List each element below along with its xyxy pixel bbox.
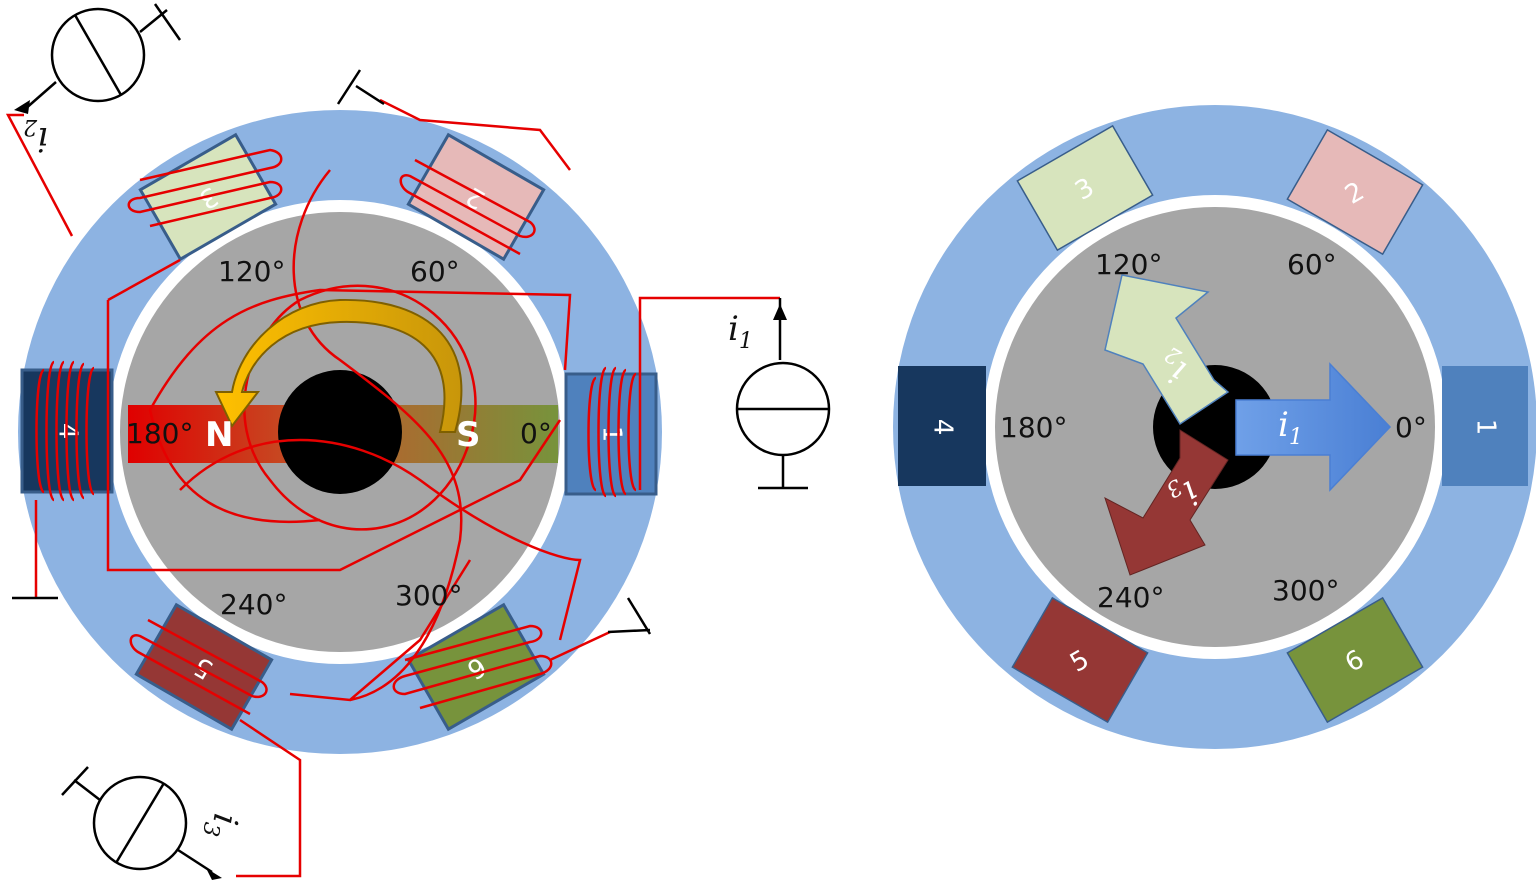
left-coil-6 — [406, 602, 546, 732]
right-angle-180: 180° — [1000, 411, 1067, 444]
left-angle-120: 120° — [218, 255, 285, 288]
pole-north: N — [205, 415, 233, 455]
right-coil-4-label: 4 — [928, 419, 958, 436]
right-motor: 1 2 3 4 5 6 i1 i2 i3 120° 60° 180° 0° 24… — [893, 105, 1536, 749]
right-angle-0: 0° — [1395, 411, 1427, 444]
left-angle-300: 300° — [395, 579, 462, 612]
current-source-2 — [14, 3, 182, 114]
right-angle-60: 60° — [1287, 248, 1337, 281]
left-motor: 1 2 3 4 5 6 — [5, 3, 831, 880]
ground-coil-2 — [336, 69, 385, 106]
right-coil-3 — [1016, 124, 1154, 252]
right-coil-1 — [1442, 366, 1528, 486]
right-coil-1-label: 1 — [1471, 419, 1501, 436]
current-label-i1: i1 — [728, 309, 753, 354]
ground-coil-6 — [607, 597, 652, 635]
right-coil-6 — [1286, 596, 1424, 724]
vector-arrow-i3 — [1104, 429, 1229, 576]
coil-windings — [35, 148, 638, 716]
left-angle-0: 0° — [520, 417, 552, 450]
right-coil-4 — [898, 366, 986, 486]
current-label-i3: i3 — [197, 810, 246, 842]
left-coil-2 — [406, 132, 546, 262]
left-coil-1-label: 1 — [597, 426, 627, 443]
right-angle-120: 120° — [1095, 248, 1162, 281]
current-label-i2: i2 — [23, 114, 48, 159]
arrow-label-i1: i1 — [1278, 405, 1303, 450]
right-angle-300: 300° — [1272, 574, 1339, 607]
pole-south: S — [456, 415, 481, 455]
rotation-arrow — [214, 298, 463, 433]
connection-wires — [5, 98, 780, 878]
right-angle-240: 240° — [1097, 581, 1164, 614]
right-coil-2 — [1286, 128, 1424, 256]
left-angle-60: 60° — [410, 255, 460, 288]
vector-arrow-i1 — [1235, 362, 1392, 492]
right-coil-5 — [1011, 596, 1149, 724]
left-shaft — [278, 370, 402, 494]
vector-arrow-i2 — [1104, 274, 1230, 426]
current-source-1 — [735, 298, 831, 490]
current-source-3 — [61, 766, 222, 880]
left-angle-240: 240° — [220, 588, 287, 621]
left-angle-180: 180° — [126, 417, 193, 450]
